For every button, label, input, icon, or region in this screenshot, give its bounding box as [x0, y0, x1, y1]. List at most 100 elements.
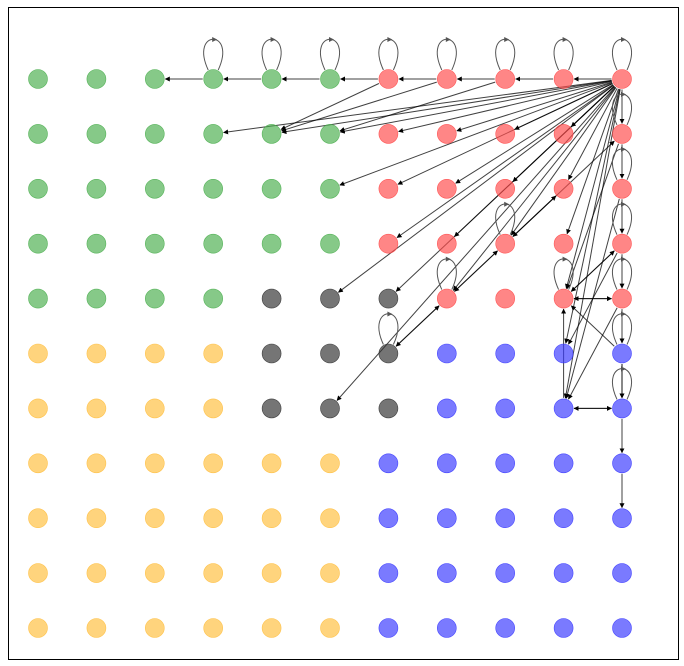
node-orange-r9-c1 [86, 563, 107, 583]
node-orange-r10-c5 [320, 618, 340, 638]
node-red-r2-c6 [378, 179, 399, 199]
node-green-r4-c3 [203, 288, 223, 309]
node-red-r4-c9 [553, 288, 574, 309]
node-red-r1-c8 [495, 124, 516, 144]
node-green-r0-c2 [145, 69, 165, 89]
node-red-r4-c8 [495, 288, 516, 309]
self-loop-0-7 [436, 38, 457, 71]
edges-layer [164, 76, 625, 509]
node-blue-r5-c7 [436, 343, 457, 364]
node-green-r0-c1 [86, 69, 107, 89]
node-orange-r7-c3 [203, 453, 223, 474]
node-red-r3-c7 [436, 233, 457, 254]
node-orange-r6-c3 [203, 398, 223, 419]
node-blue-r7-c10 [612, 453, 632, 474]
self-loop-arrowhead-0-7 [445, 37, 451, 42]
node-orange-r8-c3 [203, 508, 223, 529]
node-green-r3-c4 [261, 233, 282, 254]
node-orange-r5-c1 [86, 343, 107, 364]
node-green-r2-c2 [145, 179, 165, 199]
node-green-r2-c1 [86, 179, 107, 199]
node-blue-r6-c8 [495, 398, 516, 419]
plot-border [8, 7, 679, 660]
node-blue-r10-c8 [495, 618, 516, 638]
node-orange-r9-c4 [261, 563, 282, 583]
edge-0-10-to-1-5 [339, 80, 612, 134]
node-green-r1-c1 [86, 124, 107, 144]
node-red-r2-c10 [612, 179, 632, 199]
edge-0-10-to-2-7 [455, 84, 614, 184]
self-loop-arrowhead-6-10 [621, 366, 626, 372]
node-blue-r8-c8 [495, 508, 516, 529]
node-blue-r9-c9 [553, 563, 574, 583]
node-orange-r9-c5 [320, 563, 340, 583]
self-loop-arrowhead-0-4 [270, 37, 276, 42]
self-loop-0-3 [203, 38, 224, 71]
node-green-r3-c0 [28, 233, 48, 254]
edge-0-10-to-1-7 [456, 81, 613, 132]
node-green-r1-c4 [261, 124, 282, 144]
edge-5-6-to-4-7 [395, 305, 440, 347]
self-loop-arrowhead-0-10 [621, 37, 626, 42]
edge-5-10-to-4-9 [570, 305, 615, 347]
node-orange-r7-c4 [261, 453, 282, 474]
node-blue-r6-c9 [553, 398, 574, 419]
node-red-r3-c8 [495, 233, 516, 254]
self-loop-arrowhead-4-10 [621, 256, 626, 262]
node-red-r4-c10 [612, 288, 632, 309]
edge-0-6-to-1-4 [280, 83, 380, 130]
node-green-r2-c3 [203, 179, 223, 199]
node-blue-r7-c6 [378, 453, 399, 474]
node-orange-r6-c2 [145, 398, 165, 419]
node-blue-r10-c6 [378, 618, 399, 638]
edge-0-10-to-3-6 [396, 84, 614, 239]
self-loop-arrowhead-4-7 [445, 256, 451, 262]
node-orange-r6-c1 [86, 398, 107, 419]
node-green-r0-c5 [320, 69, 340, 89]
node-orange-r5-c2 [145, 343, 165, 364]
edge-1-10-to-4-9 [566, 143, 619, 290]
self-loop-0-9 [553, 38, 574, 71]
node-gray-r4-c6 [378, 288, 399, 309]
node-red-r1-c9 [553, 124, 574, 144]
node-orange-r10-c2 [145, 618, 165, 638]
node-green-r3-c2 [145, 233, 165, 254]
edge-0-10-to-6-9 [563, 89, 621, 399]
self-loop-0-10 [611, 38, 633, 71]
self-loop-5-6 [378, 313, 399, 345]
node-gray-r5-c5 [320, 343, 340, 364]
node-red-r0-c8 [495, 69, 516, 89]
node-green-r3-c5 [320, 233, 340, 254]
self-loop-arrowhead-0-9 [562, 37, 568, 42]
node-gray-r6-c6 [378, 398, 399, 419]
edge-0-10-to-4-7 [452, 86, 616, 291]
self-loop-arrowhead-3-10 [621, 201, 626, 207]
node-orange-r10-c0 [28, 618, 48, 638]
node-red-r0-c9 [553, 69, 574, 89]
self-loop-3-8 [495, 203, 516, 235]
edge-4-9-to-3-10 [570, 250, 615, 292]
edge-0-10-to-1-4 [281, 80, 612, 135]
node-orange-r5-c3 [203, 343, 223, 364]
self-loop-arrowhead-0-6 [387, 37, 393, 42]
node-blue-r9-c7 [436, 563, 457, 583]
node-orange-r7-c0 [28, 453, 48, 474]
node-red-r2-c9 [553, 179, 574, 199]
node-blue-r6-c7 [436, 398, 457, 419]
node-red-r1-c7 [436, 124, 457, 144]
node-red-r3-c10 [612, 233, 632, 254]
node-green-r0-c3 [203, 69, 223, 89]
node-blue-r8-c7 [436, 508, 457, 529]
edge-0-10-to-2-5 [339, 82, 613, 186]
self-loops-layer [203, 37, 633, 400]
edge-4-10-to-6-9 [568, 307, 618, 400]
node-red-r2-c8 [495, 179, 516, 199]
self-loop-arrowhead-1-10 [621, 91, 626, 97]
node-green-r1-c3 [203, 124, 223, 144]
node-blue-r5-c10 [612, 343, 632, 364]
node-green-r1-c0 [28, 124, 48, 144]
self-loop-0-8 [495, 38, 516, 71]
node-gray-r6-c5 [320, 398, 340, 419]
node-green-r1-c5 [320, 124, 340, 144]
